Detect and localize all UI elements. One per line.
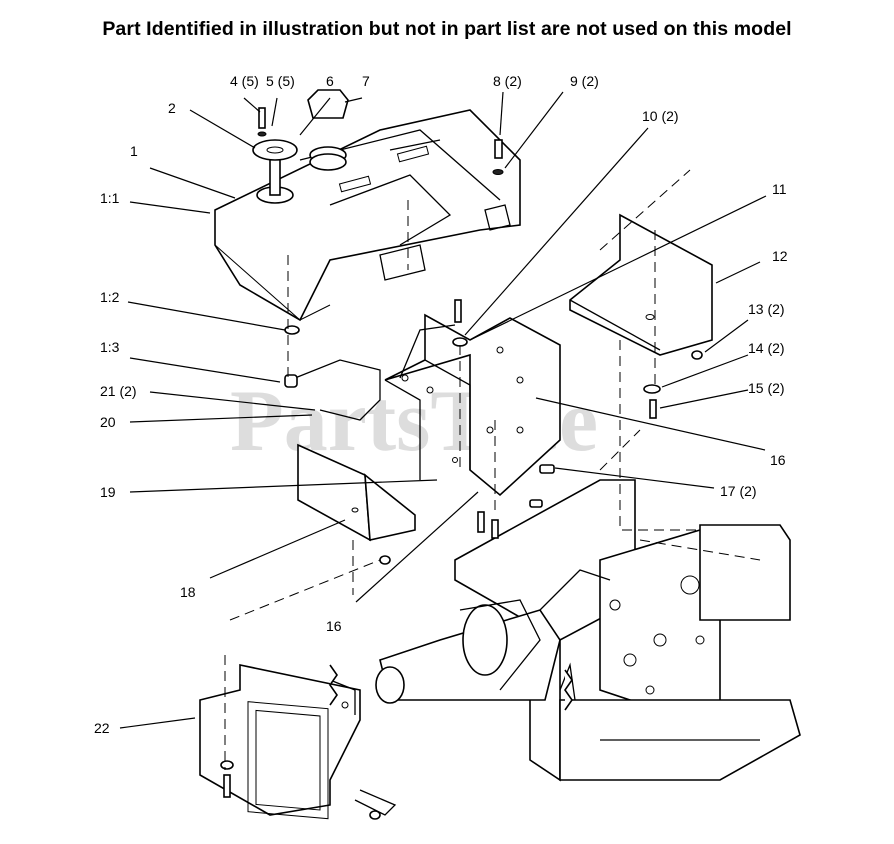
exploded-parts-diagram: PartsTree [94,73,801,820]
callout-label: 19 [100,484,116,500]
center-bracket [384,313,561,497]
callout-label: 21 (2) [100,383,137,399]
fuel-tank [214,109,521,322]
fasteners [284,139,703,711]
callout-label: 12 [772,248,788,264]
callout-label: 2 [168,100,176,116]
callout-label: 4 (5) [230,73,259,89]
callout-label: 5 (5) [266,73,295,89]
left-shield [297,443,416,542]
callout-label: 1:3 [100,339,120,355]
right-shield [569,213,713,356]
assembly-lines [224,169,761,770]
callout-label: 9 (2) [570,73,599,89]
callout-label: 14 (2) [748,340,785,356]
callout-label: 18 [180,584,196,600]
fuel-cap-assembly [252,89,349,204]
callout-label: 22 [94,720,110,736]
fuel-line [289,324,456,421]
callout-label: 1:1 [100,190,120,206]
callout-labels: 4 (5) 5 (5) 6 7 2 1 1:1 8 (2) 9 (2) 10 (… [94,73,788,736]
callout-label: 16 [326,618,342,634]
callout-label: 1:2 [100,289,120,305]
page-title: Part Identified in illustration but not … [102,18,792,40]
bottom-plate [199,664,397,820]
callout-label: 10 (2) [642,108,679,124]
callout-label: 17 (2) [720,483,757,499]
leader-lines [119,91,767,729]
callout-label: 20 [100,414,116,430]
engine [375,569,611,704]
callout-label: 13 (2) [748,301,785,317]
callout-label: 7 [362,73,370,89]
callout-label: 8 (2) [493,73,522,89]
callout-label: 6 [326,73,334,89]
callout-label: 15 (2) [748,380,785,396]
callout-label: 1 [130,143,138,159]
tractor-frame [454,479,801,782]
callout-label: 11 [772,181,787,197]
callout-label: 16 [770,452,786,468]
